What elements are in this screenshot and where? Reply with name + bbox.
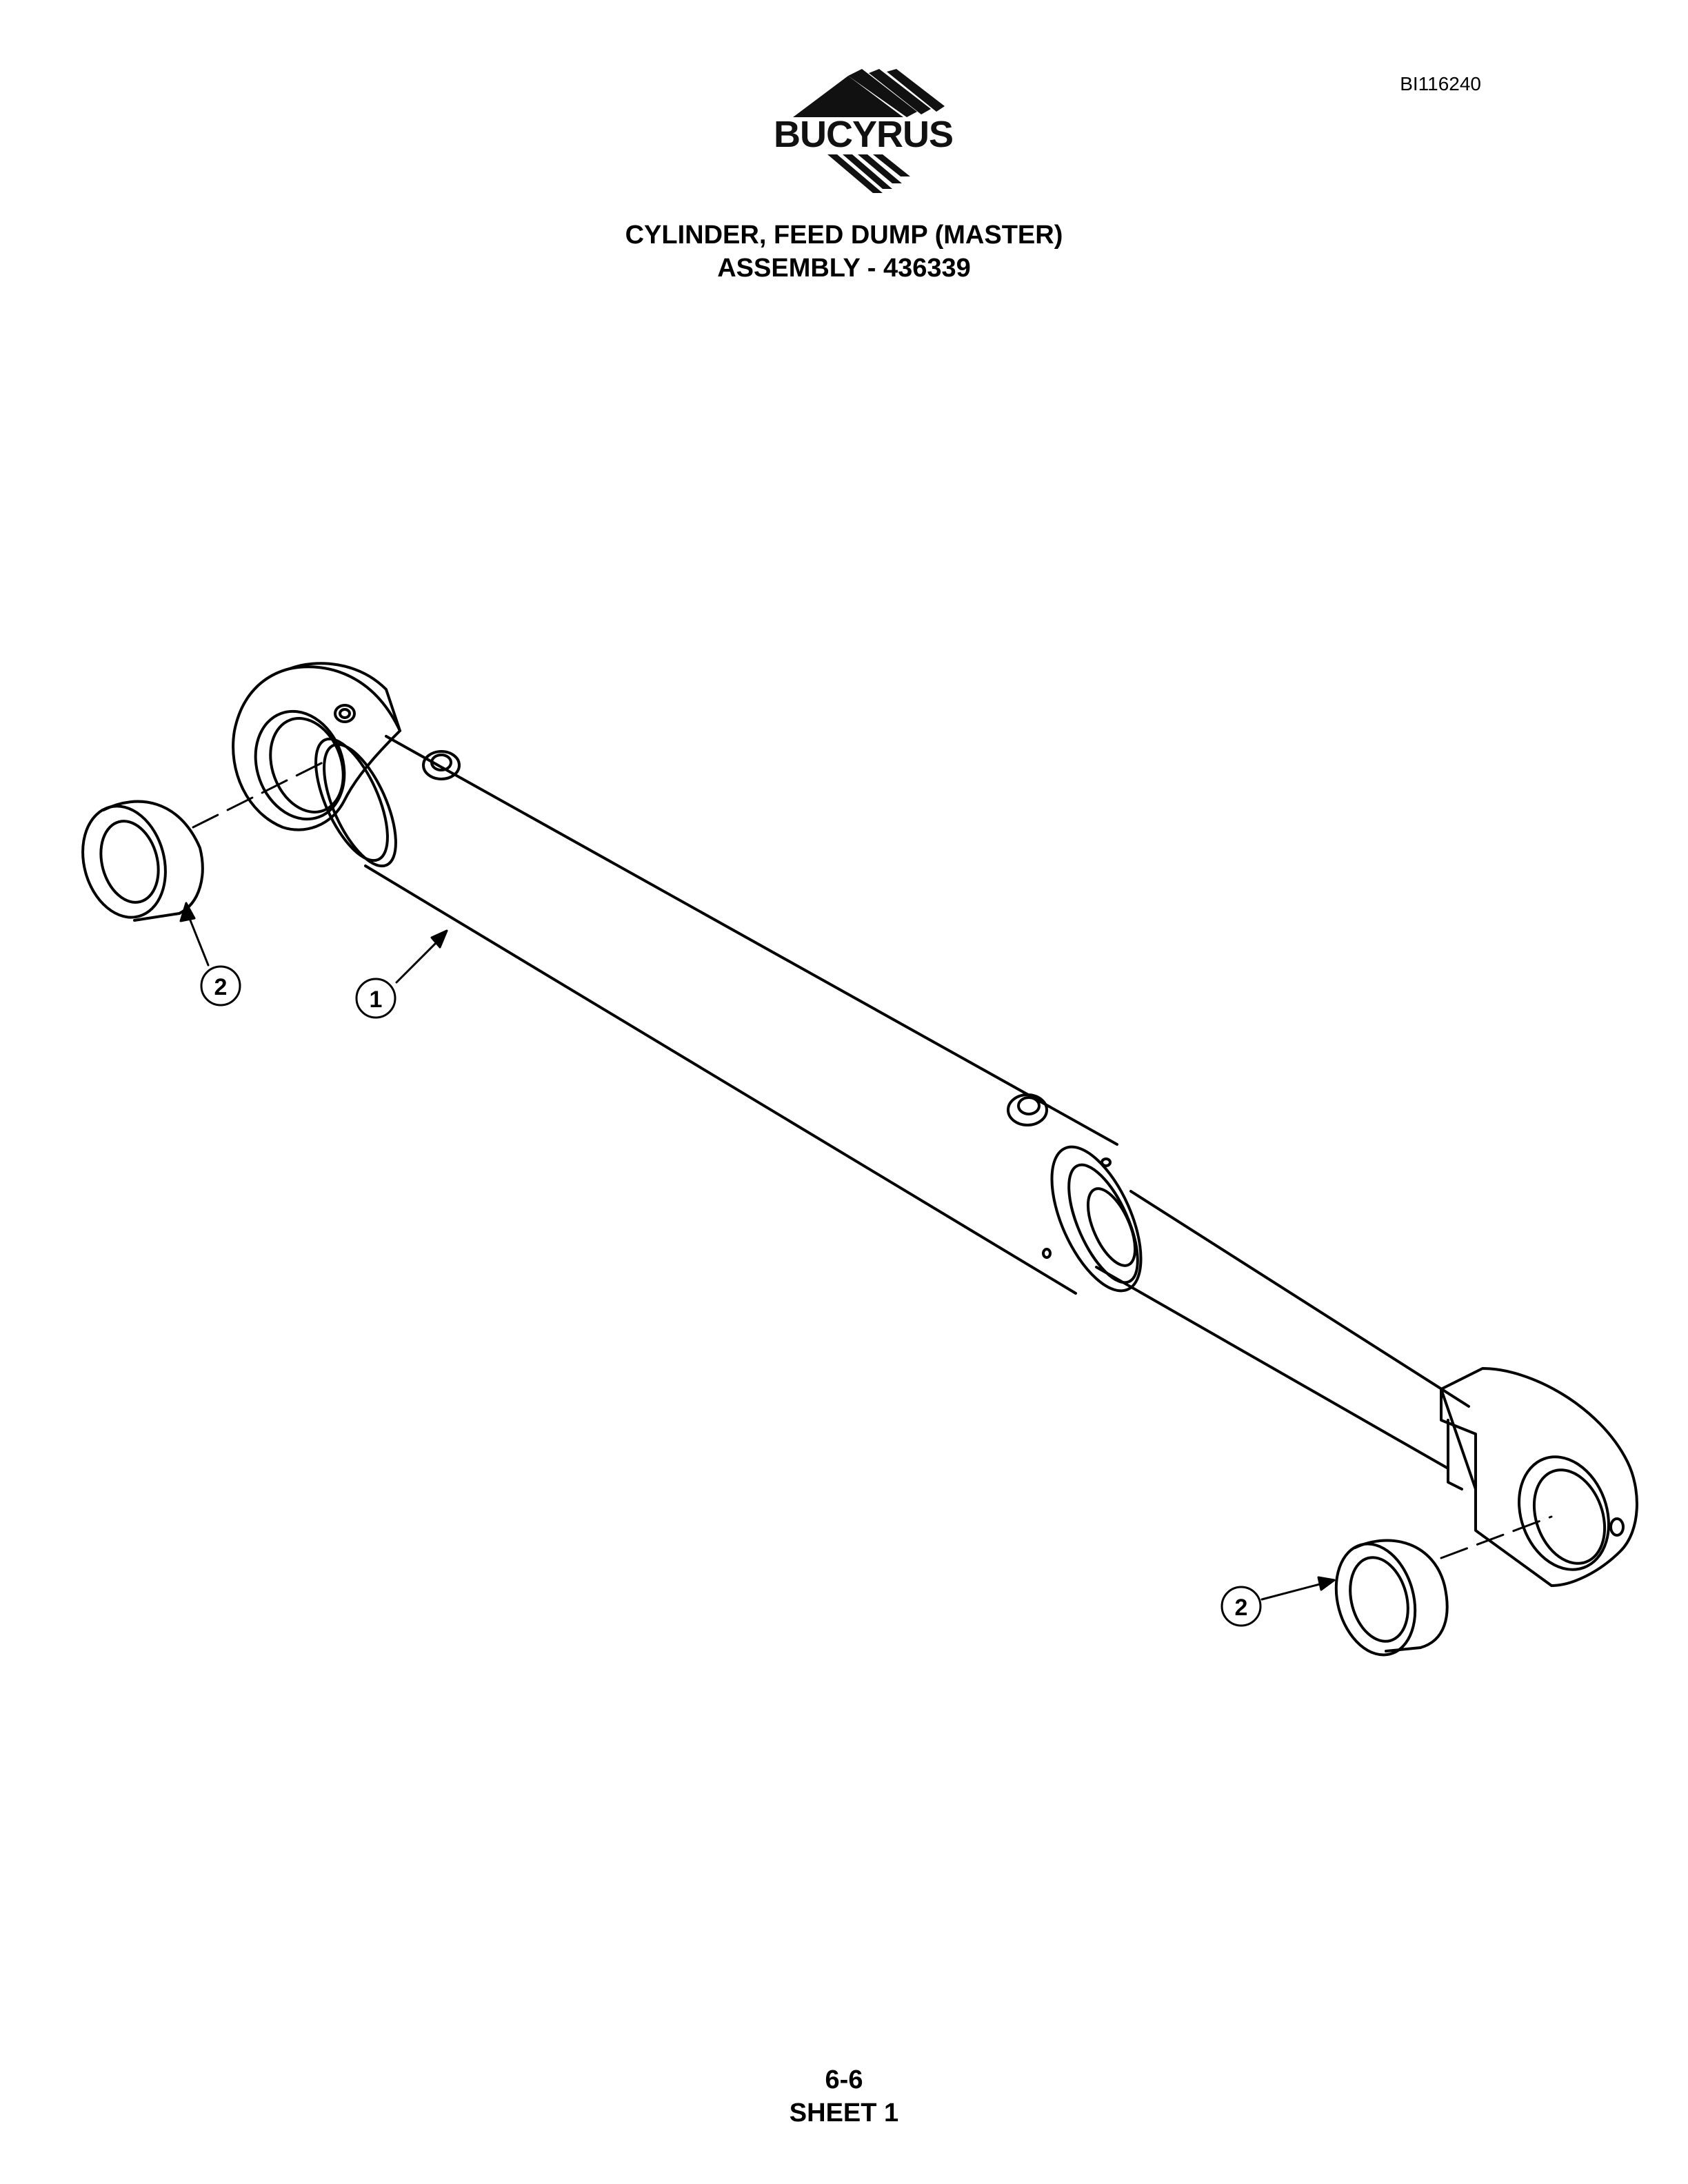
logo-mountain-icon [793, 69, 945, 193]
cylinder-base-eye [232, 662, 401, 831]
bushing-left [81, 800, 204, 922]
piston-rod [1086, 1187, 1470, 1470]
bucyrus-logo: BUCYRUS [765, 69, 972, 200]
document-id: BI116240 [1400, 73, 1481, 94]
callout-2-right: 2 [1235, 1595, 1248, 1621]
sheet-number: SHEET 1 [789, 2099, 899, 2127]
assembly-number: ASSEMBLY - 436339 [717, 254, 971, 283]
cylinder-barrel [314, 735, 1143, 1295]
drawing-title: CYLINDER, FEED DUMP (MASTER) [625, 221, 1063, 250]
logo-wordmark: BUCYRUS [774, 114, 954, 155]
bushing-right [1334, 1539, 1449, 1657]
center-lines [192, 757, 1553, 1559]
callout-circles [200, 965, 1262, 1627]
callout-2-left: 2 [214, 974, 228, 1000]
rod-end-eye [1440, 1367, 1638, 1587]
leader-lines [179, 902, 1336, 1601]
page-number: 6-6 [825, 2065, 863, 2094]
callout-1: 1 [370, 987, 383, 1013]
